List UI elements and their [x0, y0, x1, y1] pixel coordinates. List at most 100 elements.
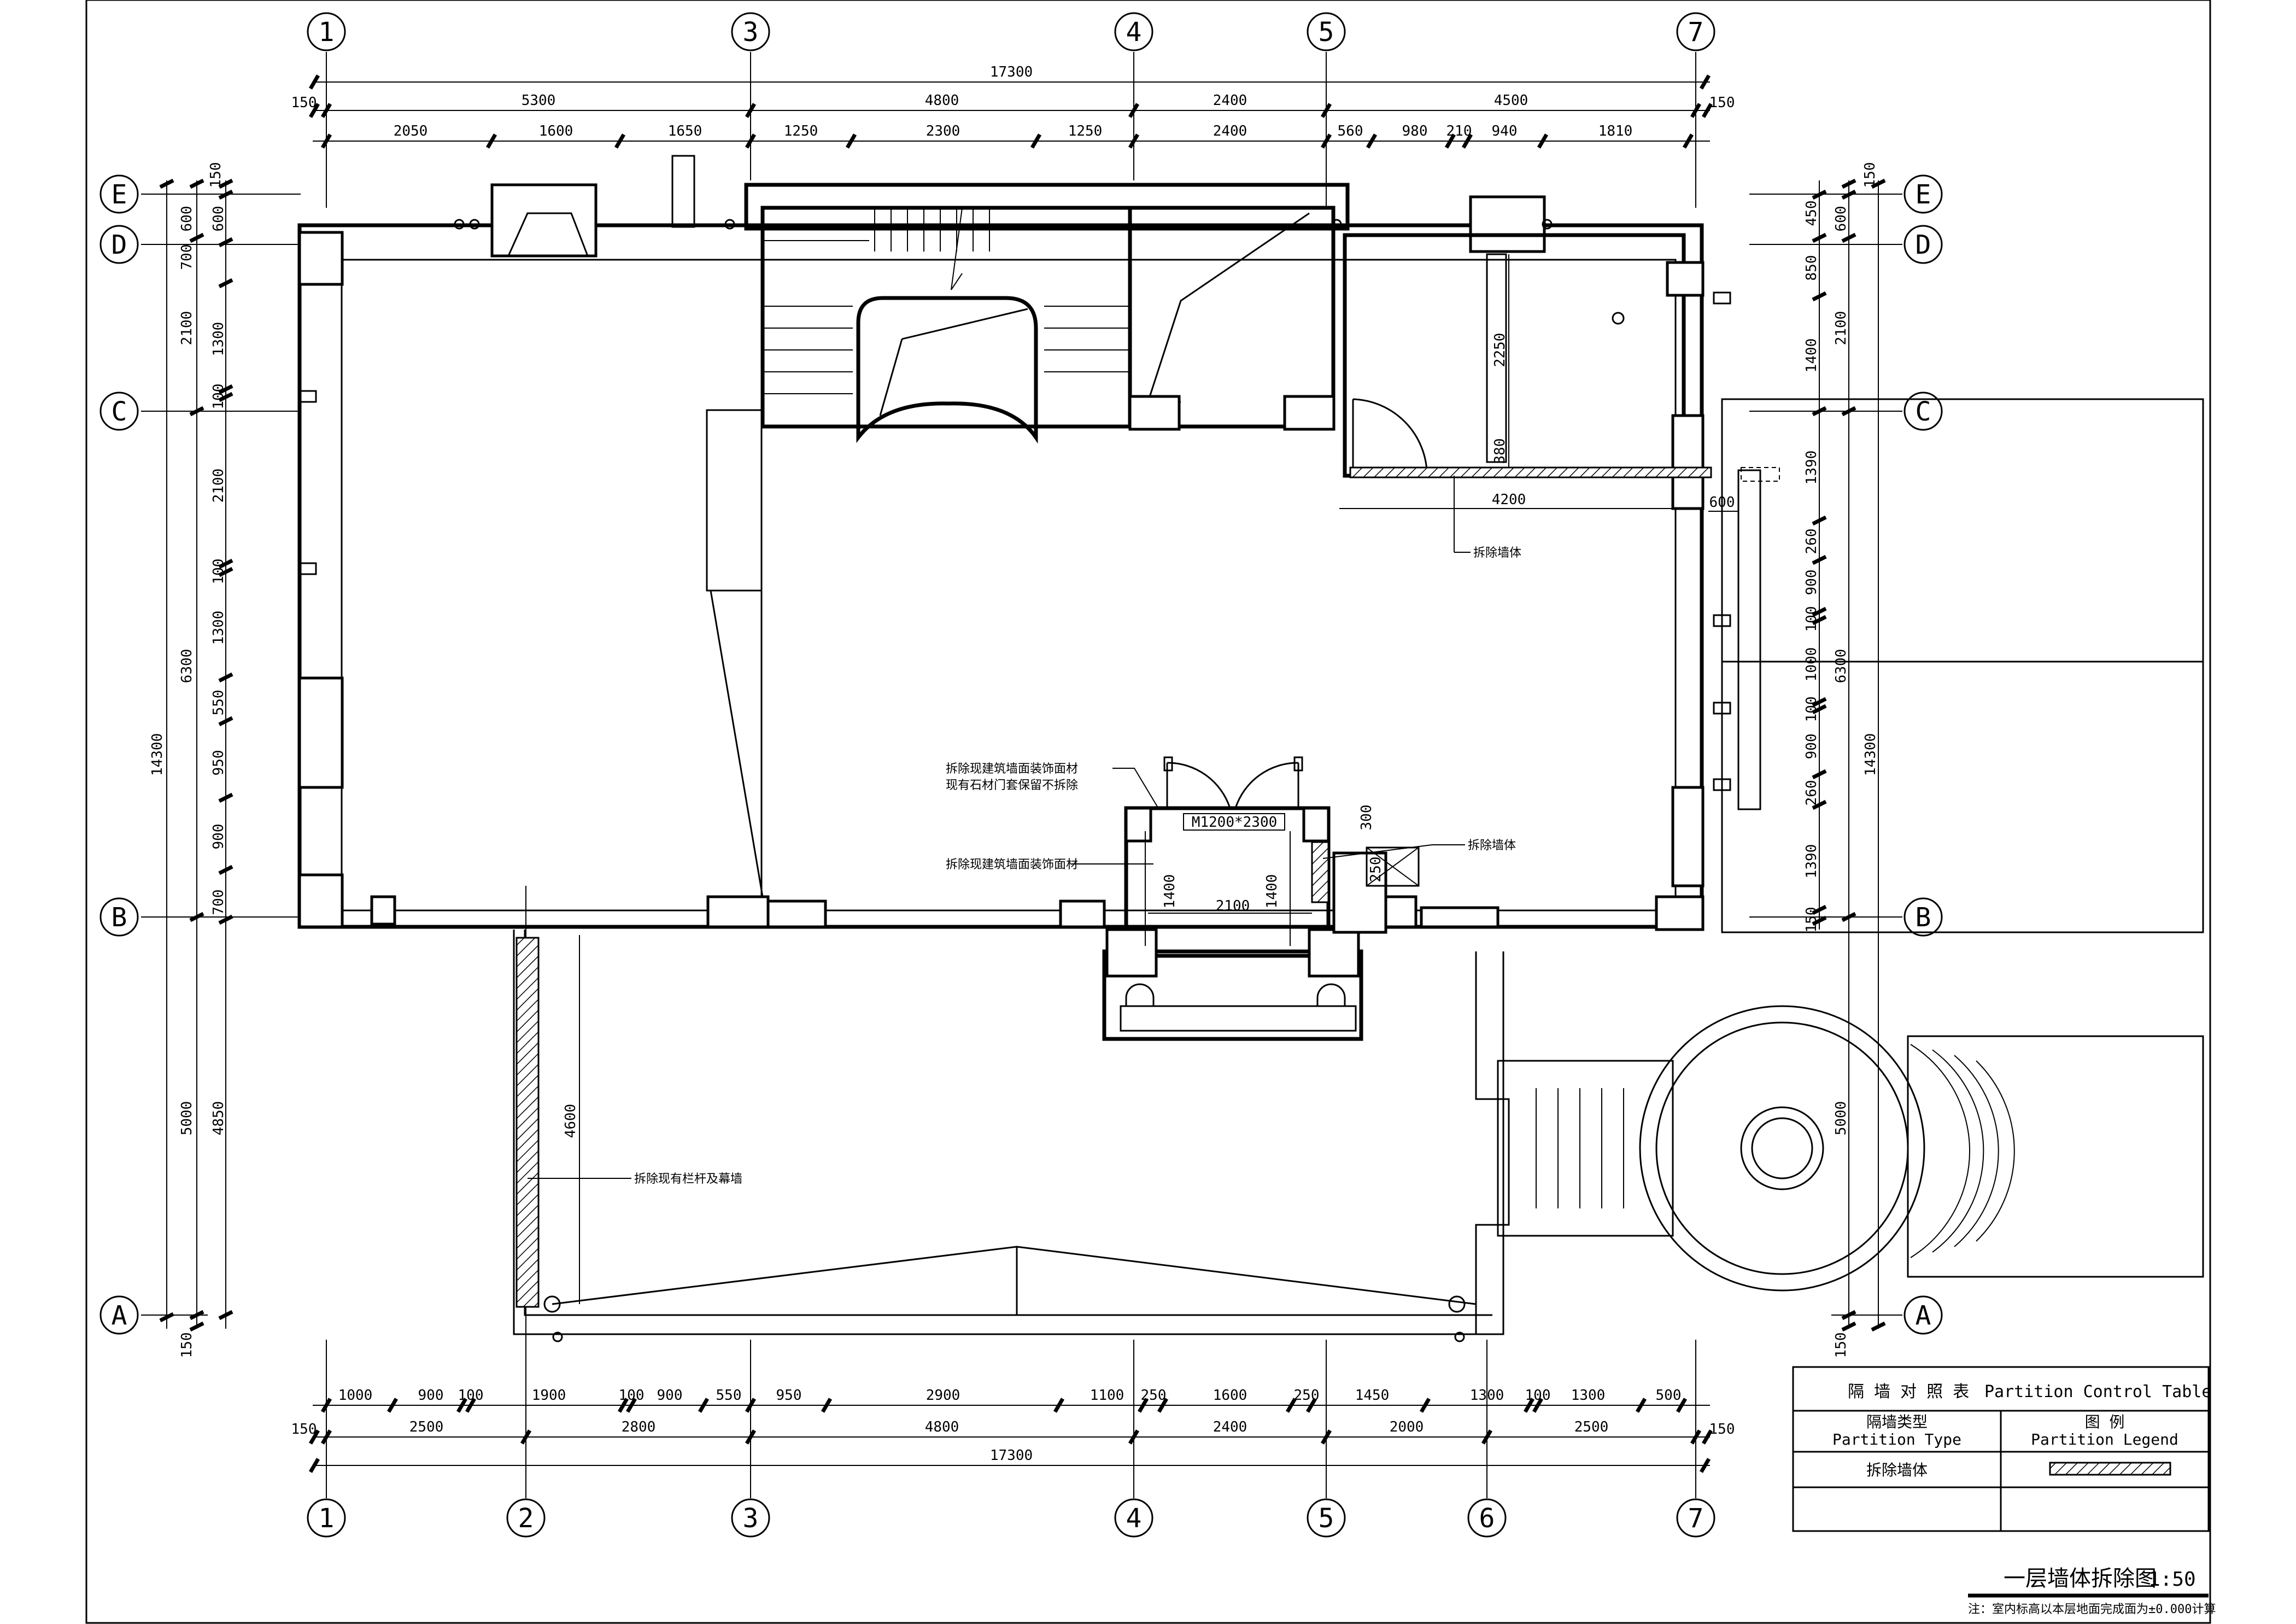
grid-bubble-top-7: 7	[1688, 17, 1704, 48]
dim-bottom-row2-4: 2000	[1390, 1419, 1424, 1435]
dim-left-col3-7: 950	[210, 750, 227, 776]
dim-2100: 2100	[1216, 898, 1250, 914]
grid-bubble-right-D: D	[1916, 230, 1931, 260]
dim-left-col3-5: 1300	[210, 611, 227, 645]
grid-bubble-left-D: D	[112, 230, 127, 260]
annotations: 拆除墙体 拆除现建筑墙面装饰面材 现有石材门套保留不拆除 拆除现建筑墙面装饰面材…	[528, 476, 1521, 1186]
dim-bottom-row1-4: 100	[619, 1387, 645, 1404]
dim-right-col2-1: 600	[1833, 206, 1849, 232]
dim-bottom-overall: 17300	[990, 1447, 1033, 1464]
dim-top-row2-3: 4500	[1494, 92, 1528, 109]
dim-right-col2-4: 5000	[1833, 1101, 1849, 1136]
bottom-grid-bubbles: 1 2 3 4 5 6 7	[307, 1498, 1715, 1538]
dim-380: 380	[1492, 439, 1508, 464]
dim-300: 300	[1358, 805, 1375, 831]
dim-bottom-edge-left: 150	[291, 1421, 317, 1438]
dim-2250: 2250	[1492, 333, 1508, 367]
grid-bubble-bottom-7: 7	[1688, 1503, 1704, 1534]
right-dimensions: 450 850 1400 1390 260 900 100 1000 100 9…	[1708, 162, 1886, 1358]
dim-left-col3-3: 100	[210, 384, 227, 410]
dim-bottom-row1-7: 950	[776, 1387, 802, 1404]
dim-top-row3-2: 1650	[668, 123, 702, 139]
dim-top-row3-10: 940	[1492, 123, 1518, 139]
right-grid-bubbles: E D C B A	[1903, 174, 1943, 1335]
dim-4600: 4600	[563, 1104, 579, 1138]
dim-top-overall: 17300	[990, 64, 1033, 80]
dim-bottom-row1-17: 500	[1656, 1387, 1682, 1404]
legend-demolish-hatch-swatch	[2049, 1462, 2171, 1476]
dim-left-col3-6: 550	[210, 690, 227, 716]
dim-1400b: 1400	[1264, 874, 1280, 909]
dim-bottom-row1-6: 550	[716, 1387, 742, 1404]
dim-bottom-row1-10: 250	[1141, 1387, 1167, 1404]
interior-dimensions: 2250 380 4200 4600 1400 1400 2100 300 25…	[563, 254, 1684, 1304]
dim-left-col2-3: 2100	[210, 469, 227, 503]
dim-top-edge-left: 150	[291, 95, 317, 111]
grid-bubble-bottom-3: 3	[743, 1503, 759, 1534]
dim-top-row3-3: 1250	[784, 123, 818, 139]
dim-bottom-row1-13: 1450	[1355, 1387, 1390, 1404]
note-demolish-wall-2: 拆除墙体	[1468, 839, 1516, 852]
top-dimensions: 17300 150 150 5300 4800 2400 4500 2050 1…	[291, 64, 1735, 149]
dim-top-row2-0: 5300	[522, 92, 556, 109]
dim-bottom-row2-0: 2500	[409, 1419, 444, 1435]
dim-top-row2-2: 2400	[1213, 92, 1247, 109]
dim-top-row3-9: 210	[1446, 123, 1472, 139]
dim-bottom-row2-5: 2500	[1574, 1419, 1609, 1435]
grid-bubble-right-E: E	[1916, 179, 1931, 210]
dim-bottom-edge-right: 150	[1709, 1421, 1735, 1438]
dim-right-col1-10: 260	[1803, 780, 1820, 806]
grid-bubble-top-4: 4	[1126, 17, 1142, 48]
drawing-scale: 1:50	[2148, 1568, 2196, 1591]
dim-left-col2-1: 700	[179, 244, 195, 270]
dim-right-col2-3: 6300	[1833, 649, 1849, 684]
dim-top-row3-11: 1810	[1598, 123, 1633, 139]
dim-left-col2-4: 6300	[179, 649, 195, 684]
dim-right-col1-9: 900	[1803, 734, 1820, 760]
dim-1400a: 1400	[1162, 874, 1178, 909]
grid-bubble-bottom-2: 2	[518, 1503, 534, 1534]
note-railing: 拆除现有栏杆及幕墙	[634, 1172, 742, 1186]
dim-left-col3-9: 4850	[210, 1101, 227, 1136]
legend-col1-en: Partition Type	[1832, 1430, 1961, 1448]
dim-top-edge-right: 150	[1709, 95, 1735, 111]
partition-legend-table: 隔 墙 对 照 表 Partition Control Table 隔墙类型 P…	[1792, 1366, 2211, 1532]
dim-left-col3-2: 1300	[210, 322, 227, 357]
dim-right-col1-0: 450	[1803, 201, 1820, 226]
dim-left-col3-0: 150	[208, 162, 224, 188]
grid-lines	[141, 52, 1902, 1498]
grid-bubble-bottom-1: 1	[319, 1503, 335, 1534]
dim-right-overall: 14300	[1862, 733, 1879, 776]
dim-right-col2-5: 150	[1833, 1333, 1849, 1358]
dim-bottom-row1-9: 1100	[1090, 1387, 1124, 1404]
dim-right-col2-0: 150	[1862, 162, 1878, 188]
dim-bottom-row1-8: 2900	[926, 1387, 960, 1404]
dim-right-col1-7: 1000	[1803, 647, 1820, 682]
dim-left-overall: 14300	[149, 733, 166, 776]
dim-top-row3-0: 2050	[394, 123, 428, 139]
dim-bottom-row1-1: 900	[418, 1387, 444, 1404]
dim-right-col1-3: 1390	[1803, 451, 1820, 485]
dim-right-col1-2: 1400	[1803, 338, 1820, 373]
dim-left-col2-6: 5000	[179, 1101, 195, 1136]
note-facade-line2: 现有石材门套保留不拆除	[946, 779, 1078, 792]
drawing-note: 注：室内标高以本层地面完成面为±0.000计算	[1968, 1603, 2216, 1616]
grid-bubble-top-5: 5	[1319, 17, 1334, 48]
grid-bubble-left-A: A	[112, 1300, 127, 1331]
dim-bottom-row2-1: 2800	[622, 1419, 656, 1435]
dim-right-col1-1: 850	[1803, 255, 1820, 281]
dim-right-col1-5: 900	[1803, 570, 1820, 595]
dim-left-col2-5: 700	[210, 890, 227, 915]
note-demolish-wall-1: 拆除墙体	[1473, 546, 1521, 560]
grid-bubble-right-A: A	[1916, 1300, 1931, 1331]
legend-title-en: Partition Control Table	[1984, 1382, 2211, 1401]
top-grid-bubbles: 1 3 4 5 7	[307, 12, 1715, 51]
dim-top-row3-5: 1250	[1068, 123, 1103, 139]
dim-bottom-row1-3: 1900	[532, 1387, 566, 1404]
dim-bottom-row2-2: 4800	[925, 1419, 959, 1435]
dim-bottom-row1-11: 1600	[1213, 1387, 1247, 1404]
dim-right-col1-8: 100	[1803, 697, 1820, 722]
demolish-wall-hatch	[1349, 466, 1712, 478]
left-grid-bubbles: E D C B A	[99, 174, 139, 1335]
